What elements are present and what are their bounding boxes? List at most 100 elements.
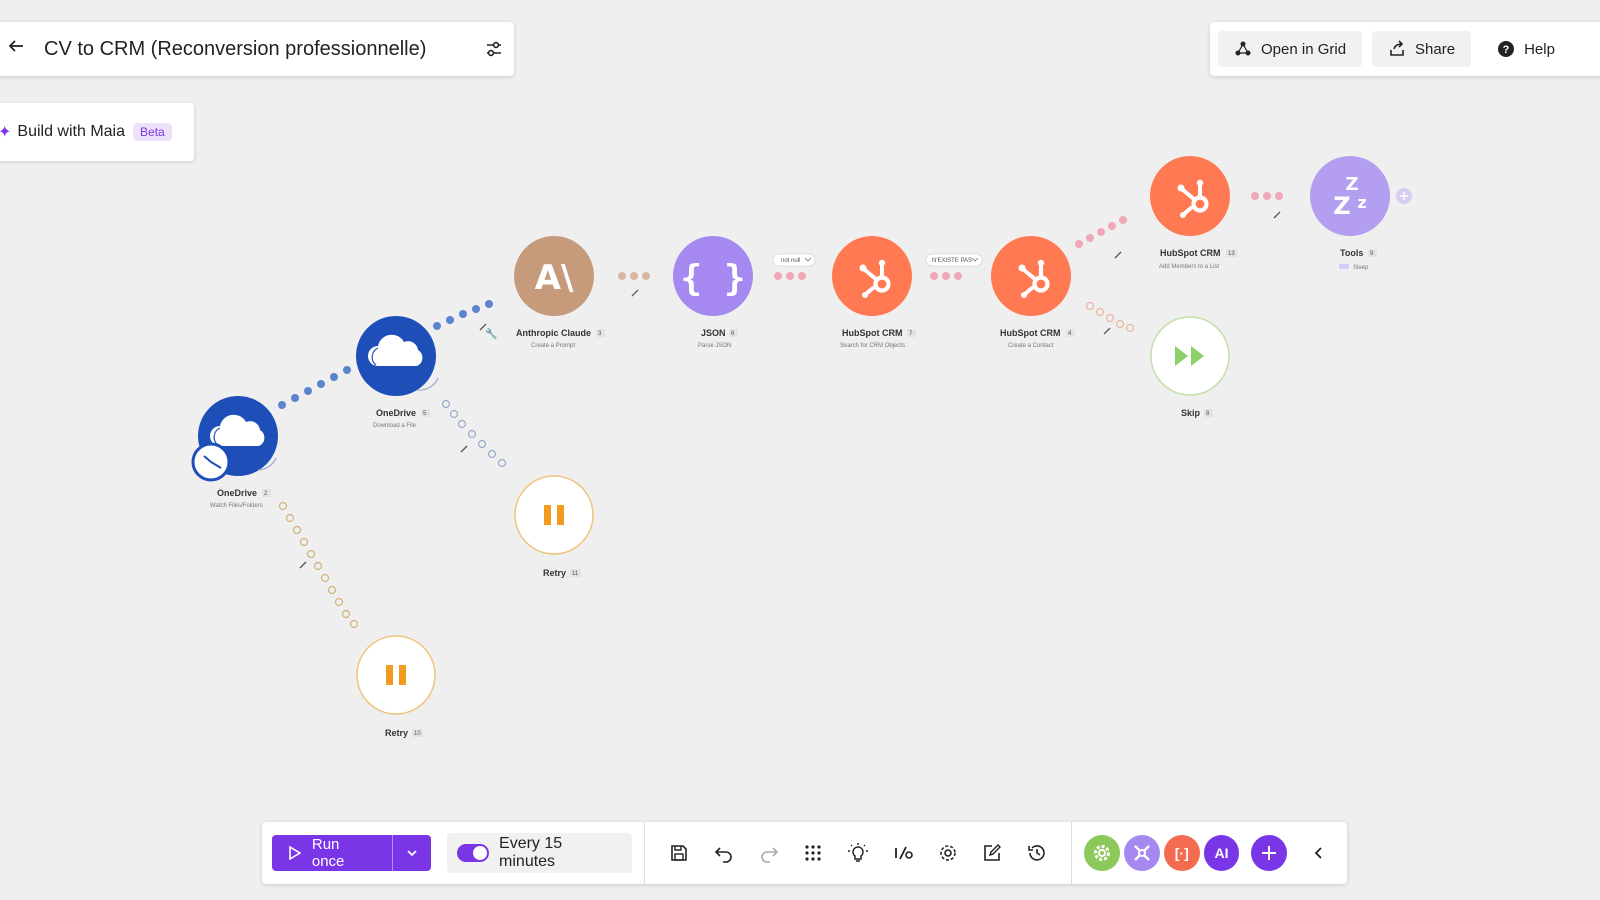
- save-button[interactable]: [657, 833, 702, 873]
- maia-label: Build with Maia: [17, 123, 126, 140]
- module-json[interactable]: { } JSON 6 Parse JSON: [673, 236, 753, 349]
- scenario-settings-button[interactable]: [474, 39, 514, 59]
- filter-label: N'EXISTE PAS: [932, 258, 972, 264]
- share-icon: [1390, 40, 1404, 56]
- module-action: Search for CRM Objects: [840, 343, 905, 349]
- schedule-toggle[interactable]: [457, 844, 490, 862]
- plus-icon: [1262, 846, 1277, 860]
- filter-label: not null: [781, 258, 800, 264]
- module-id: 7: [909, 331, 913, 337]
- module-action: Parse JSON: [698, 343, 731, 349]
- svg-text:z: z: [1357, 193, 1366, 212]
- play-icon: [289, 846, 302, 860]
- module-action: Create a Prompt: [531, 343, 575, 349]
- pause-icon: [386, 665, 393, 685]
- explain-flow-button[interactable]: [836, 833, 881, 873]
- ai-app-button[interactable]: AI: [1203, 835, 1240, 871]
- module-id: 6: [731, 331, 735, 337]
- module-name: Retry: [385, 728, 408, 738]
- module-action: Sleep: [1353, 265, 1369, 271]
- toolbar-divider: [643, 822, 645, 884]
- open-in-grid-label: Open in Grid: [1261, 40, 1347, 58]
- module-name: HubSpot CRM: [1160, 248, 1221, 258]
- module-name: Retry: [543, 568, 566, 578]
- module-onedrive-watch[interactable]: OneDrive 2 Watch Files/Folders: [191, 396, 278, 509]
- sliders-icon: [487, 41, 501, 57]
- module-name: OneDrive: [376, 408, 416, 418]
- filter-icon: [971, 257, 979, 262]
- module-name: JSON: [701, 328, 726, 338]
- gear-icon: [1094, 845, 1111, 861]
- schedule-control: Every 15 minutes: [447, 833, 632, 873]
- module-name: OneDrive: [217, 488, 257, 498]
- run-once-label: Run once: [311, 836, 345, 870]
- flow-control-icon: [1134, 845, 1150, 861]
- module-action: Watch Files/Folders: [210, 503, 263, 509]
- module-id: 11: [572, 571, 579, 577]
- build-with-maia-button[interactable]: ✦ Build with Maia Beta: [0, 103, 194, 161]
- filter-not-null[interactable]: not null: [772, 253, 816, 267]
- io-button[interactable]: [880, 833, 925, 873]
- help-button[interactable]: ? Help: [1481, 31, 1571, 67]
- toolbar-divider: [1071, 822, 1073, 884]
- history-icon: [1028, 845, 1045, 861]
- module-anthropic-claude[interactable]: A\ Anthropic Claude 3 Create a Prompt: [514, 236, 605, 349]
- redo-button[interactable]: [746, 833, 791, 873]
- add-app-button[interactable]: [1251, 835, 1288, 871]
- module-id: 2: [264, 491, 268, 497]
- module-name: Skip: [1181, 408, 1201, 418]
- scenario-title[interactable]: CV to CRM (Reconversion professionnelle): [44, 37, 427, 60]
- module-retry-11[interactable]: Retry 11: [514, 475, 594, 578]
- lightbulb-icon: [848, 843, 869, 862]
- module-id: 4: [1068, 331, 1072, 337]
- run-options-button[interactable]: [391, 835, 432, 871]
- arrow-left-icon: [8, 40, 23, 52]
- skip-icon: [1175, 346, 1204, 366]
- scenario-settings-gear-button[interactable]: [925, 833, 970, 873]
- text-parser-icon: [·]: [1174, 845, 1189, 861]
- module-action: Add Members to a List: [1159, 264, 1219, 270]
- filter-icon: [804, 257, 812, 262]
- undo-button[interactable]: [702, 833, 747, 873]
- text-parser-app-button[interactable]: [·]: [1163, 835, 1200, 871]
- module-id: 5: [423, 411, 427, 417]
- svg-text:?: ?: [1503, 44, 1510, 56]
- module-name: Tools: [1340, 248, 1363, 258]
- schedule-label[interactable]: Every 15 minutes: [499, 835, 563, 870]
- module-name: HubSpot CRM: [842, 328, 903, 338]
- module-retry-10[interactable]: Retry 10: [356, 635, 436, 738]
- redo-icon: [760, 847, 778, 863]
- module-id: 13: [1228, 251, 1235, 257]
- back-button[interactable]: [0, 37, 34, 61]
- module-id: 3: [598, 331, 602, 337]
- tools-app-button[interactable]: [1084, 835, 1121, 871]
- svg-text:🔧: 🔧: [485, 327, 497, 340]
- module-id: 9: [1370, 251, 1374, 257]
- module-action: Create a Contact: [1008, 343, 1054, 349]
- chevron-left-icon: [1314, 847, 1322, 859]
- filter-nexiste-pas[interactable]: N'EXISTE PAS: [925, 253, 983, 267]
- module-hubspot-add-members[interactable]: HubSpot CRM 13 Add Members to a List: [1150, 156, 1237, 270]
- scenario-header: CV to CRM (Reconversion professionnelle): [0, 22, 514, 76]
- history-button[interactable]: [1015, 833, 1060, 873]
- run-once-button[interactable]: Run once: [272, 835, 392, 871]
- module-tools-sleep[interactable]: Z Z z Tools 9 Sleep: [1310, 156, 1412, 271]
- module-name: Anthropic Claude: [516, 328, 591, 338]
- auto-align-button[interactable]: [791, 833, 836, 873]
- beta-badge: Beta: [133, 123, 172, 141]
- collapse-toolbar-button[interactable]: [1301, 835, 1337, 871]
- notes-button[interactable]: [970, 833, 1015, 873]
- bottom-toolbar: Run once Every 15 minutes: [262, 822, 1347, 884]
- open-in-grid-button[interactable]: Open in Grid: [1218, 31, 1363, 67]
- flow-control-app-button[interactable]: [1124, 835, 1160, 871]
- module-onedrive-download[interactable]: OneDrive 5 Download a File: [356, 316, 439, 429]
- module-id: 8: [1206, 411, 1210, 417]
- share-button[interactable]: Share: [1372, 31, 1472, 67]
- module-skip[interactable]: Skip 8: [1150, 316, 1230, 418]
- ai-icon: AI: [1214, 845, 1229, 861]
- sparkle-icon: ✦: [0, 124, 12, 141]
- pause-icon: [544, 505, 551, 525]
- module-hubspot-search[interactable]: HubSpot CRM 7 Search for CRM Objects: [832, 236, 916, 349]
- module-hubspot-create[interactable]: HubSpot CRM 4 Create a Contact: [991, 236, 1075, 349]
